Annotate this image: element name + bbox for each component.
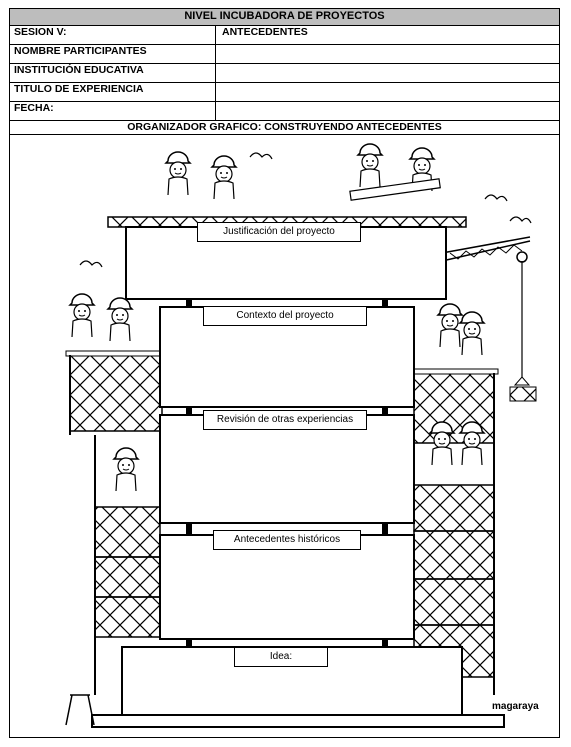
institution-row: INSTITUCIÓN EDUCATIVA: [10, 63, 559, 83]
left-scaffold: [65, 350, 167, 695]
context-box: Contexto del proyecto: [203, 306, 367, 326]
clouds: [79, 152, 532, 268]
experience-row: TITULO DE EXPERIENCIA: [10, 82, 559, 102]
participants-row: NOMBRE PARTICIPANTES: [10, 44, 559, 64]
artist-credit: magaraya: [492, 701, 539, 712]
idea-box: Idea:: [234, 647, 328, 667]
worksheet: NIVEL INCUBADORA DE PROYECTOS SESION V: …: [9, 8, 560, 738]
session-row: SESION V: ANTECEDENTES: [10, 25, 559, 45]
date-row: FECHA:: [10, 101, 559, 121]
participants-label: NOMBRE PARTICIPANTES: [14, 45, 147, 57]
experience-label: TITULO DE EXPERIENCIA: [14, 83, 144, 95]
session-topic: ANTECEDENTES: [222, 26, 308, 38]
history-box: Antecedentes históricos: [213, 530, 361, 550]
date-label: FECHA:: [14, 102, 54, 114]
pillars: [186, 299, 388, 647]
sawhorse: [65, 694, 95, 726]
justification-box: Justificación del proyecto: [197, 222, 361, 242]
worksheet-title: NIVEL INCUBADORA DE PROYECTOS: [10, 9, 559, 26]
organizer-title: ORGANIZADOR GRAFICO: CONSTRUYENDO ANTECE…: [10, 120, 559, 135]
crane: [441, 236, 537, 402]
session-label: SESION V:: [14, 26, 67, 38]
workers: [69, 143, 485, 492]
other-experiences-box: Revisión de otras experiencias: [203, 410, 367, 430]
column-divider: [215, 25, 216, 120]
institution-label: INSTITUCIÓN EDUCATIVA: [14, 64, 144, 76]
building-illustration: [65, 143, 537, 728]
